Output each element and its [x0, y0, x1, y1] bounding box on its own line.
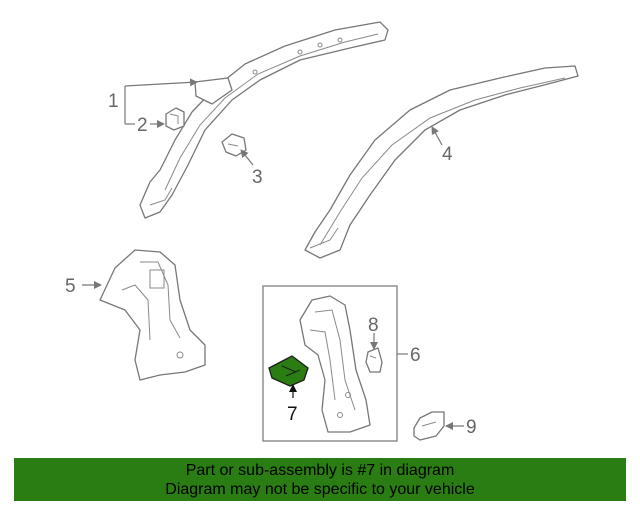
part-1-front-pillar — [139, 21, 389, 219]
info-banner: Part or sub-assembly is #7 in diagram Di… — [14, 458, 626, 501]
leader-3 — [240, 149, 254, 166]
part-9-lower-bracket — [413, 411, 445, 441]
part-5-center-pillar — [99, 249, 206, 381]
callout-9: 9 — [466, 417, 477, 438]
part-8-bracket — [365, 347, 383, 373]
callout-5: 5 — [65, 276, 76, 297]
part-6-group-box — [262, 285, 398, 442]
callout-1: 1 — [108, 91, 119, 112]
banner-line-1: Part or sub-assembly is #7 in diagram — [185, 462, 455, 479]
leader-4 — [431, 126, 443, 146]
callout-6: 6 — [410, 345, 421, 366]
leader-1-top — [124, 78, 198, 87]
banner-line-2: Diagram may not be specific to your vehi… — [165, 481, 475, 498]
callout-3: 3 — [252, 167, 263, 188]
parts-diagram: 1 2 3 4 5 6 7 8 9 — [65, 21, 579, 442]
callout-2: 2 — [137, 115, 148, 136]
part-4-inner-rail — [304, 65, 579, 259]
part-2-bracket — [165, 107, 185, 131]
callout-8: 8 — [368, 315, 379, 336]
part-7-highlighted — [268, 355, 309, 387]
callout-4: 4 — [442, 144, 453, 165]
callout-7: 7 — [287, 404, 298, 425]
part-6-pillar-assembly — [299, 295, 371, 433]
